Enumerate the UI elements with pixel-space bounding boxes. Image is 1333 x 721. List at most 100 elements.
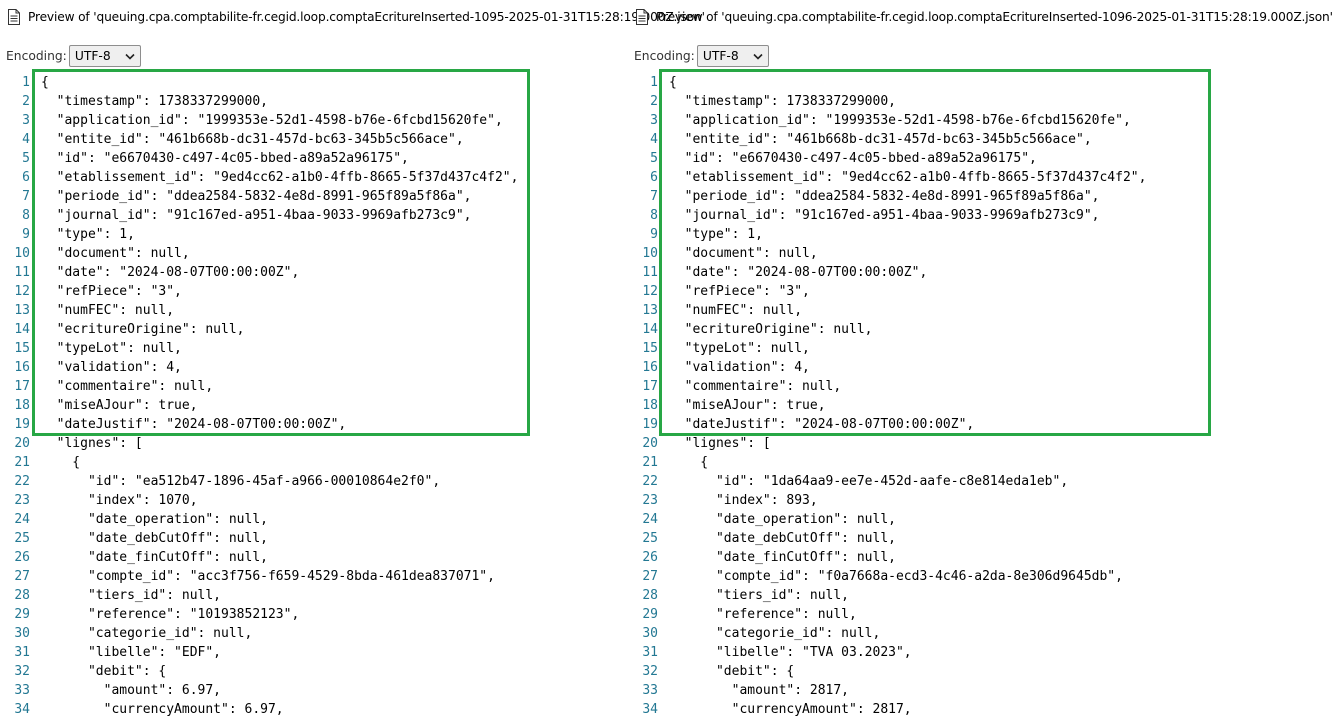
line-number: 5 (650, 151, 658, 166)
line-number: 32 (642, 664, 658, 679)
line-text: "type": 1, (669, 227, 763, 242)
line-text: "debit": { (669, 664, 795, 679)
line-text: { (669, 75, 677, 90)
line-text: "index": 893, (669, 493, 818, 508)
line-number: 27 (14, 569, 30, 584)
line-number: 8 (22, 208, 30, 223)
line-number: 22 (14, 474, 30, 489)
line-number: 28 (14, 588, 30, 603)
line-number: 13 (642, 303, 658, 318)
preview-title: Preview of 'queuing.cpa.comptabilite-fr.… (28, 9, 705, 24)
line-number: 20 (642, 436, 658, 451)
line-number: 12 (642, 284, 658, 299)
line-text: "ecritureOrigine": null, (669, 322, 873, 337)
line-number: 21 (642, 455, 658, 470)
line-text: "tiers_id": null, (41, 588, 222, 603)
line-text: "etablissement_id": "9ed4cc62-a1b0-4ffb-… (41, 170, 519, 185)
line-text: "journal_id": "91c167ed-a951-4baa-9033-9… (41, 208, 472, 223)
line-text: { (41, 455, 81, 470)
line-number: 33 (642, 683, 658, 698)
line-number: 31 (14, 645, 30, 660)
line-text: "dateJustif": "2024-08-07T00:00:00Z", (41, 417, 347, 432)
line-number: 13 (14, 303, 30, 318)
line-text: "date_debCutOff": null, (669, 531, 896, 546)
line-number: 9 (650, 227, 658, 242)
line-number: 1 (22, 75, 30, 90)
line-number: 30 (642, 626, 658, 641)
line-text: "debit": { (41, 664, 167, 679)
line-number: 11 (14, 265, 30, 280)
line-text: "commentaire": null, (669, 379, 842, 394)
line-text: "timestamp": 1738337299000, (669, 94, 896, 109)
line-text: "categorie_id": null, (669, 626, 881, 641)
encoding-row: Encoding: UTF-8 (628, 44, 1261, 68)
line-number: 14 (14, 322, 30, 337)
line-text: "amount": 6.97, (41, 683, 222, 698)
line-text: "entite_id": "461b668b-dc31-457d-bc63-34… (41, 132, 464, 147)
line-number: 16 (14, 360, 30, 375)
line-number: 22 (642, 474, 658, 489)
line-text: "miseAJour": true, (41, 398, 198, 413)
line-number: 4 (22, 132, 30, 147)
line-text: "periode_id": "ddea2584-5832-4e8d-8991-9… (669, 189, 1100, 204)
code-view[interactable]: 1{2 "timestamp": 1738337299000,3 "applic… (0, 72, 630, 721)
encoding-label: Encoding: (634, 49, 695, 63)
line-number: 27 (642, 569, 658, 584)
line-text: "date_operation": null, (669, 512, 896, 527)
line-number: 7 (650, 189, 658, 204)
line-number: 16 (642, 360, 658, 375)
line-text: "journal_id": "91c167ed-a951-4baa-9033-9… (669, 208, 1100, 223)
line-text: "timestamp": 1738337299000, (41, 94, 268, 109)
line-text: "categorie_id": null, (41, 626, 253, 641)
line-text: "id": "e6670430-c497-4c05-bbed-a89a52a96… (41, 151, 409, 166)
line-number: 17 (14, 379, 30, 394)
line-number: 10 (642, 246, 658, 261)
encoding-select[interactable]: UTF-8 (68, 45, 141, 67)
preview-title: Preview of 'queuing.cpa.comptabilite-fr.… (656, 9, 1333, 24)
line-text: "compte_id": "f0a7668a-ecd3-4c46-a2da-8e… (669, 569, 1123, 584)
encoding-value: UTF-8 (702, 49, 739, 63)
line-number: 32 (14, 664, 30, 679)
line-text: "currencyAmount": 2817, (669, 702, 912, 717)
line-text: "id": "ea512b47-1896-45af-a966-00010864e… (41, 474, 441, 489)
line-text: "validation": 4, (669, 360, 810, 375)
line-number: 34 (642, 702, 658, 717)
line-text: "application_id": "1999353e-52d1-4598-b7… (41, 113, 503, 128)
line-text: "currencyAmount": 6.97, (41, 702, 284, 717)
line-text: "index": 1070, (41, 493, 198, 508)
line-number: 34 (14, 702, 30, 717)
line-number: 12 (14, 284, 30, 299)
line-text: "compte_id": "acc3f756-f659-4529-8bda-46… (41, 569, 495, 584)
line-number: 23 (14, 493, 30, 508)
line-number: 28 (642, 588, 658, 603)
line-number: 9 (22, 227, 30, 242)
line-text: "type": 1, (41, 227, 135, 242)
line-number: 19 (642, 417, 658, 432)
line-text: "dateJustif": "2024-08-07T00:00:00Z", (669, 417, 975, 432)
line-text: "id": "1da64aa9-ee7e-452d-aafe-c8e814eda… (669, 474, 1069, 489)
line-number: 20 (14, 436, 30, 451)
line-number: 8 (650, 208, 658, 223)
line-number: 26 (642, 550, 658, 565)
line-number: 31 (642, 645, 658, 660)
encoding-select[interactable]: UTF-8 (696, 45, 769, 67)
line-number: 24 (642, 512, 658, 527)
code-view[interactable]: 1{2 "timestamp": 1738337299000,3 "applic… (628, 72, 1261, 721)
line-text: "tiers_id": null, (669, 588, 850, 603)
line-number: 6 (22, 170, 30, 185)
line-number: 15 (642, 341, 658, 356)
line-number: 6 (650, 170, 658, 185)
line-text: { (669, 455, 709, 470)
line-number: 26 (14, 550, 30, 565)
line-number: 14 (642, 322, 658, 337)
line-text: "numFEC": null, (41, 303, 175, 318)
line-number: 21 (14, 455, 30, 470)
chevron-down-icon (125, 53, 135, 60)
line-text: "date": "2024-08-07T00:00:00Z", (669, 265, 928, 280)
line-text: "etablissement_id": "9ed4cc62-a1b0-4ffb-… (669, 170, 1147, 185)
chevron-down-icon (753, 53, 763, 60)
line-text: "miseAJour": true, (669, 398, 826, 413)
preview-title-bar: Preview of 'queuing.cpa.comptabilite-fr.… (0, 0, 705, 33)
preview-pane-right: Preview of 'queuing.cpa.comptabilite-fr.… (628, 0, 1333, 721)
line-text: "date": "2024-08-07T00:00:00Z", (41, 265, 300, 280)
